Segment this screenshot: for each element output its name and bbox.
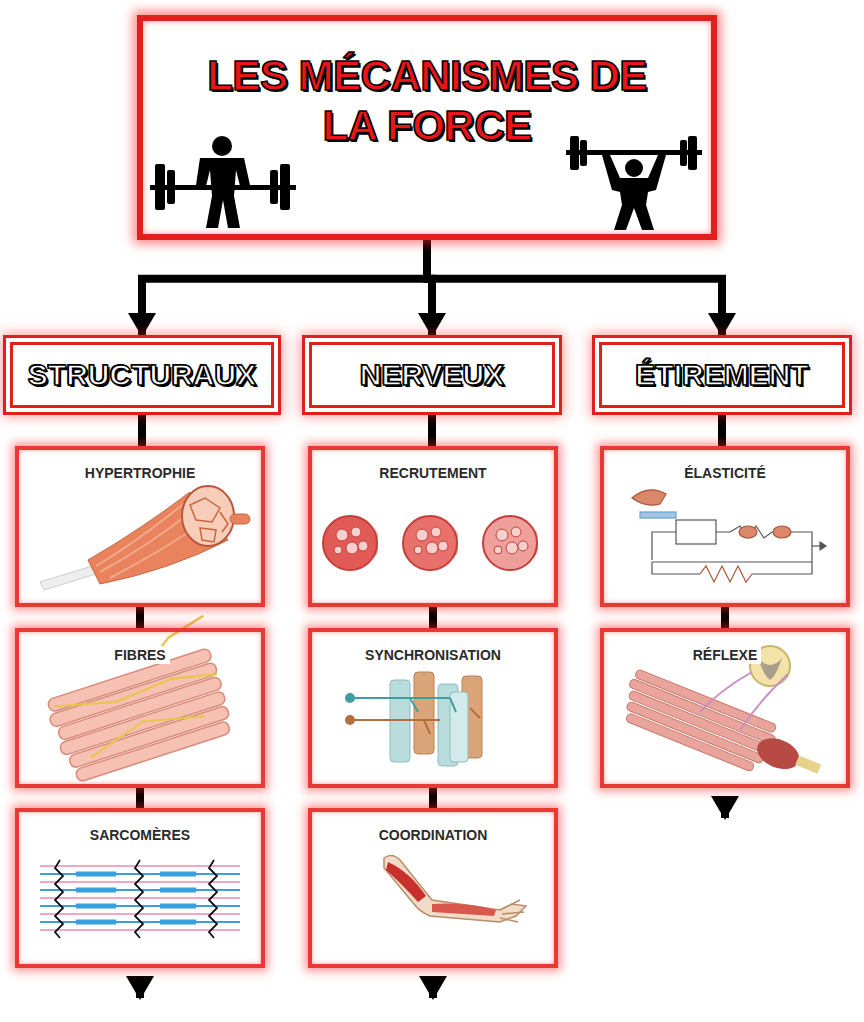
connector xyxy=(718,415,726,446)
fiber-bundle xyxy=(34,616,240,785)
box-label: FIBRES xyxy=(110,646,169,664)
connector xyxy=(428,415,436,446)
mechanism-box: RECRUTEMENT xyxy=(308,446,558,607)
elastic-model xyxy=(632,490,826,582)
box-label: HYPERTROPHIE xyxy=(81,464,199,482)
connector xyxy=(721,607,729,628)
connector xyxy=(429,788,437,808)
connector xyxy=(142,240,427,335)
mechanism-box: COORDINATION xyxy=(308,808,558,968)
connector xyxy=(136,607,144,628)
sync-fibers xyxy=(345,672,482,766)
title-box: LES MÉCANISMES DE LA FORCE xyxy=(137,15,717,240)
box-label: COORDINATION xyxy=(375,826,492,844)
lifter-right xyxy=(566,136,702,230)
title-text: LES MÉCANISMES DE LA FORCE xyxy=(187,51,667,152)
reflex-arc xyxy=(616,646,829,795)
connector xyxy=(427,240,722,335)
box-label: SYNCHRONISATION xyxy=(361,646,505,664)
arm-illustration xyxy=(384,855,526,922)
mechanism-box: SARCOMÈRES xyxy=(15,808,265,968)
connector xyxy=(136,788,144,808)
category-box: STRUCTURAUX xyxy=(10,342,274,408)
category-label: STRUCTURAUX xyxy=(22,358,262,392)
sarcomere-lines xyxy=(40,860,240,938)
connector xyxy=(138,415,146,446)
motor-unit-sections xyxy=(323,516,538,570)
box-label: ÉLASTICITÉ xyxy=(680,464,770,482)
box-label: SARCOMÈRES xyxy=(86,826,194,844)
muscle-illustration xyxy=(40,486,250,590)
category-label: ÉTIREMENT xyxy=(629,358,814,392)
lifter-left xyxy=(150,136,296,228)
mechanism-box: SYNCHRONISATION xyxy=(308,628,558,788)
category-box: NERVEUX xyxy=(309,342,555,408)
mechanism-box: RÉFLEXE xyxy=(600,628,850,788)
mechanism-box: FIBRES xyxy=(15,628,265,788)
mechanism-box: HYPERTROPHIE xyxy=(15,446,265,607)
mechanism-box: ÉLASTICITÉ xyxy=(600,446,850,607)
category-box: ÉTIREMENT xyxy=(599,342,845,408)
category-label: NERVEUX xyxy=(354,358,511,392)
box-label: RÉFLEXE xyxy=(689,646,762,664)
box-label: RECRUTEMENT xyxy=(375,464,490,482)
connector xyxy=(429,607,437,628)
